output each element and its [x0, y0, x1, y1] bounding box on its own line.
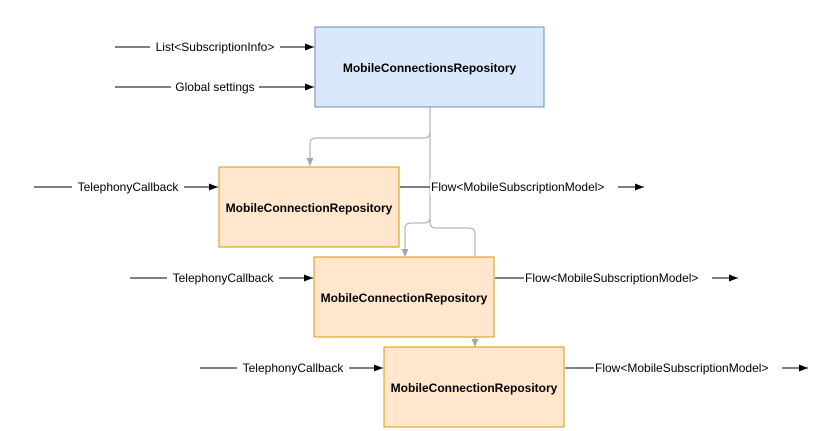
input-label: Global settings: [175, 80, 254, 94]
label-background: [524, 270, 712, 286]
repository-box: [218, 166, 400, 248]
label-background: [171, 79, 259, 95]
label-background: [150, 39, 280, 55]
main-repository-node: MobileConnectionsRepository: [314, 26, 545, 108]
repository-node-3: TelephonyCallback Flow<MobileSubscriptio…: [200, 346, 808, 428]
connectors: [306, 107, 475, 347]
label-background: [167, 270, 279, 286]
main-repository-title: MobileConnectionsRepository: [343, 61, 517, 75]
repository-node-2: TelephonyCallback Flow<MobileSubscriptio…: [130, 256, 738, 338]
main-input-global-settings: Global settings: [115, 79, 314, 95]
label-background: [430, 179, 618, 195]
repository-box: [383, 346, 565, 428]
connector-main-to-repo-3: [429, 107, 475, 347]
input-label: TelephonyCallback: [173, 271, 275, 285]
main-repository-box: [314, 26, 545, 108]
main-input-subscription-info: List<SubscriptionInfo>: [115, 39, 314, 55]
repository-title: MobileConnectionRepository: [391, 381, 558, 395]
input-label: TelephonyCallback: [243, 361, 345, 375]
output-label: Flow<MobileSubscriptionModel>: [431, 180, 604, 194]
repository-title: MobileConnectionRepository: [321, 291, 488, 305]
output-label: Flow<MobileSubscriptionModel>: [525, 271, 698, 285]
output-label: Flow<MobileSubscriptionModel>: [595, 361, 768, 375]
input-label: List<SubscriptionInfo>: [156, 40, 275, 54]
repository-title: MobileConnectionRepository: [226, 201, 393, 215]
label-background: [237, 360, 349, 376]
label-background: [594, 360, 782, 376]
connector-main-to-repo-2: [401, 107, 431, 257]
repository-box: [313, 256, 495, 338]
connector-main-to-repo-1: [306, 107, 431, 166]
repository-node-1: TelephonyCallback Flow<MobileSubscriptio…: [34, 166, 644, 248]
input-label: TelephonyCallback: [78, 180, 180, 194]
label-background: [72, 179, 184, 195]
